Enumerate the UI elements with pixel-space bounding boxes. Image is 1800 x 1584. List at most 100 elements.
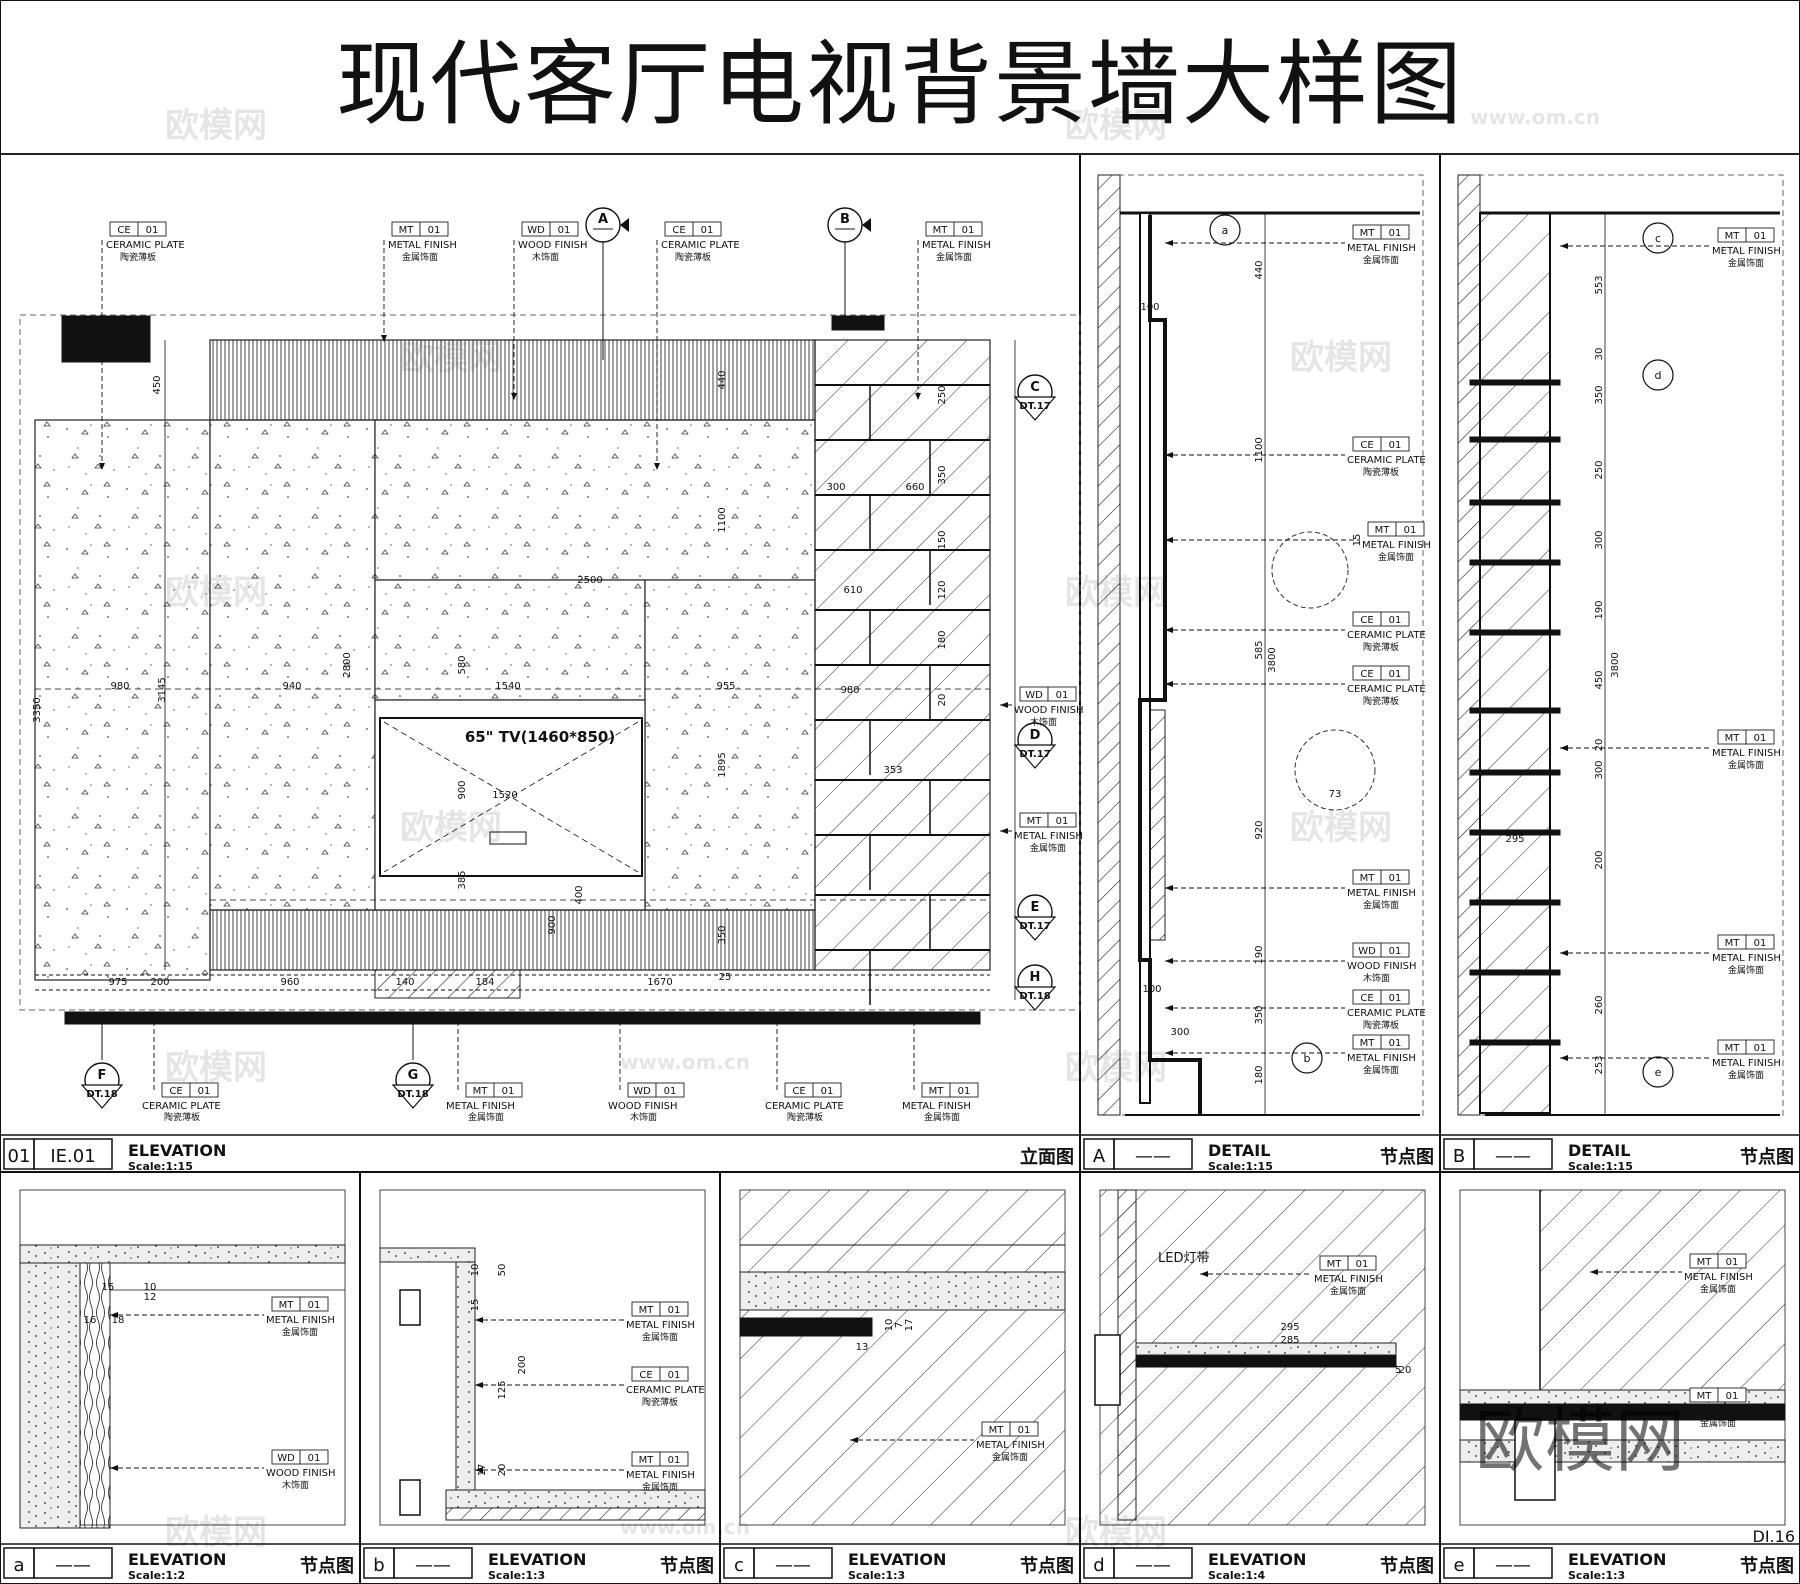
board-layer [379, 1247, 476, 1263]
dimension-label: 440 [1254, 260, 1265, 279]
tag-num: 01 [668, 1455, 681, 1466]
tag-name-cn: 陶瓷薄板 [120, 251, 156, 263]
dimension-label: 125 [497, 1380, 508, 1399]
dimension-label: 253 [1594, 1055, 1605, 1074]
tag-name-en: METAL FINISH [922, 240, 991, 251]
tag-name-en: CERAMIC PLATE [626, 1385, 705, 1396]
leader-arrow [1000, 702, 1008, 708]
tag-name-en: METAL FINISH [1347, 888, 1416, 899]
panel-title: ELEVATION [848, 1550, 946, 1569]
panel-number: b [373, 1555, 384, 1576]
panel-ref: —— [1495, 1146, 1531, 1167]
leader-arrow [850, 1437, 858, 1443]
dimension-label: 5 [1395, 1365, 1401, 1376]
tag-name-cn: 陶瓷薄板 [1363, 466, 1399, 478]
tag-num: 01 [1754, 1043, 1767, 1054]
tag-name-en: WOOD FINISH [1014, 705, 1084, 716]
tag-name-cn: 木饰面 [282, 1479, 309, 1491]
detail-circle [1271, 531, 1349, 609]
section-callout-C: CDT.17 [1013, 374, 1057, 421]
tag-code: CE [792, 1086, 805, 1097]
panel-title: ELEVATION [1568, 1550, 1666, 1569]
dimension-label: 140 [395, 977, 414, 988]
leader-arrow [1165, 1050, 1173, 1056]
tag-num: 01 [664, 1086, 677, 1097]
tag-num: 01 [558, 225, 571, 236]
tag-code: MT [1725, 938, 1741, 949]
dimension-label: 18 [112, 1315, 125, 1326]
tag-num-box [1380, 665, 1410, 681]
wood-fill [1149, 709, 1166, 941]
tag-name-en: CERAMIC PLATE [106, 240, 185, 251]
tag-name-cn: 金属饰面 [1330, 1285, 1366, 1297]
tag-num: 01 [1389, 615, 1402, 626]
tv-label: 65" TV(1460*850) [465, 728, 615, 746]
tag-name-cn: 陶瓷薄板 [1363, 1019, 1399, 1031]
dimension-label: 1100 [1254, 437, 1265, 462]
tag-name-en: METAL FINISH [1314, 1274, 1383, 1285]
tag-num-box [1745, 227, 1775, 243]
floor-line [64, 1011, 981, 1025]
panel-scale: Scale:1:3 [1568, 1569, 1625, 1582]
tag-name-cn: 金属饰面 [1728, 759, 1764, 771]
dimension-label: 450 [1594, 670, 1605, 689]
dimension-label: 350 [717, 925, 728, 944]
dimension-label: 190 [1594, 600, 1605, 619]
tag-name-en: METAL FINISH [388, 240, 457, 251]
tv-diagonal [383, 721, 639, 873]
tag-code: MT [1697, 1391, 1713, 1402]
callout-letter: C [1030, 380, 1040, 395]
tag-num: 01 [308, 1300, 321, 1311]
dimension-label: 300 [1170, 1027, 1189, 1038]
tag-num-box [1380, 611, 1410, 627]
tag-name-en: METAL FINISH [976, 1440, 1045, 1451]
callout-ref: DT.18 [86, 1089, 117, 1100]
board-layer [19, 1244, 346, 1264]
tag-name-cn: 金属饰面 [924, 1111, 960, 1123]
tag-code: MT [1375, 525, 1391, 536]
dimension-label: 12 [144, 1292, 157, 1303]
callout-letter: H [1030, 970, 1041, 985]
tag-code: MT [1725, 1043, 1741, 1054]
tag-num-box [419, 221, 449, 237]
tag-name-cn: 金属饰面 [1363, 254, 1399, 266]
tag-code: MT [639, 1305, 655, 1316]
tag-name-cn: 金属饰面 [1728, 257, 1764, 269]
tag-code: MT [929, 1086, 945, 1097]
stone-bracket [1469, 629, 1561, 636]
ceramic-panel-left [34, 419, 211, 981]
tag-num: 01 [1389, 993, 1402, 1004]
footer-ref-box [393, 1547, 473, 1579]
dimension-label: 580 [457, 655, 468, 674]
dimension-label: 660 [905, 482, 924, 493]
stone-hatch [740, 1190, 1065, 1525]
tag-name-en: METAL FINISH [902, 1101, 971, 1112]
tag-num: 01 [146, 225, 159, 236]
tv-screen [379, 717, 643, 877]
tag-num-box [1047, 686, 1077, 702]
page-title: 现代客厅电视背景墙大样图 [0, 0, 1800, 155]
tag-code: MT [1027, 816, 1043, 827]
dimension-label: 190 [1254, 945, 1265, 964]
tag-name-en: METAL FINISH [1712, 748, 1781, 759]
stone-bracket [1469, 899, 1561, 906]
dimension-label: 16 [84, 1315, 97, 1326]
dimension-label: 10 [470, 1264, 481, 1277]
tag-name-en: METAL FINISH [1712, 953, 1781, 964]
dimension-label: 350 [1594, 385, 1605, 404]
panel-ref: —— [415, 1555, 451, 1576]
tag-name-cn: 陶瓷薄板 [1363, 695, 1399, 707]
callout-triangle [1013, 396, 1057, 421]
dimension-label: 300 [1594, 530, 1605, 549]
tag-num: 01 [1356, 1259, 1369, 1270]
